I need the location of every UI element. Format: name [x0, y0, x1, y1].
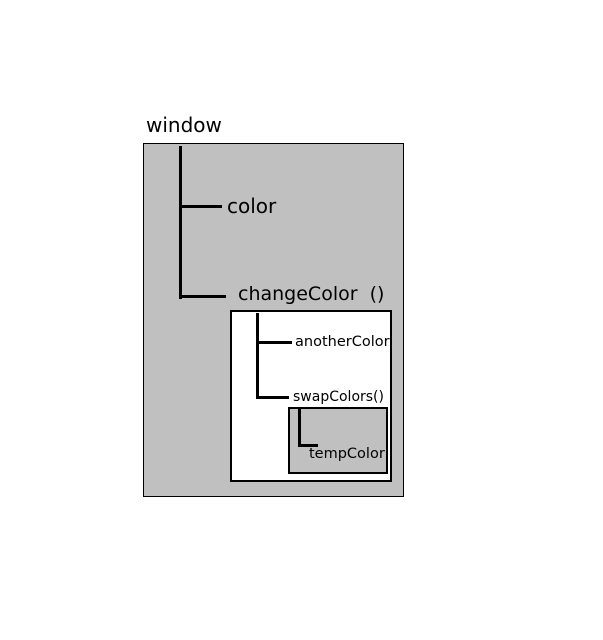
- window-trunk-line: [179, 146, 182, 299]
- swapcolors-label: swapColors(): [293, 389, 384, 405]
- changecolor-branch-line: [179, 295, 226, 298]
- anothercolor-label: anotherColor: [295, 334, 390, 350]
- tempcolor-branch-line: [298, 444, 318, 447]
- window-label: window: [146, 113, 222, 137]
- changecolor-label: changeColor (): [238, 283, 385, 305]
- tempcolor-label: tempColor: [309, 446, 385, 462]
- color-branch-line: [182, 205, 222, 208]
- swapcolors-scope-box: [288, 407, 388, 474]
- color-label: color: [227, 194, 277, 218]
- swapcolors-trunk-line: [298, 409, 301, 447]
- anothercolor-branch-line: [259, 341, 292, 344]
- swapcolors-branch-line: [256, 396, 289, 399]
- changecolor-trunk-line: [256, 313, 259, 399]
